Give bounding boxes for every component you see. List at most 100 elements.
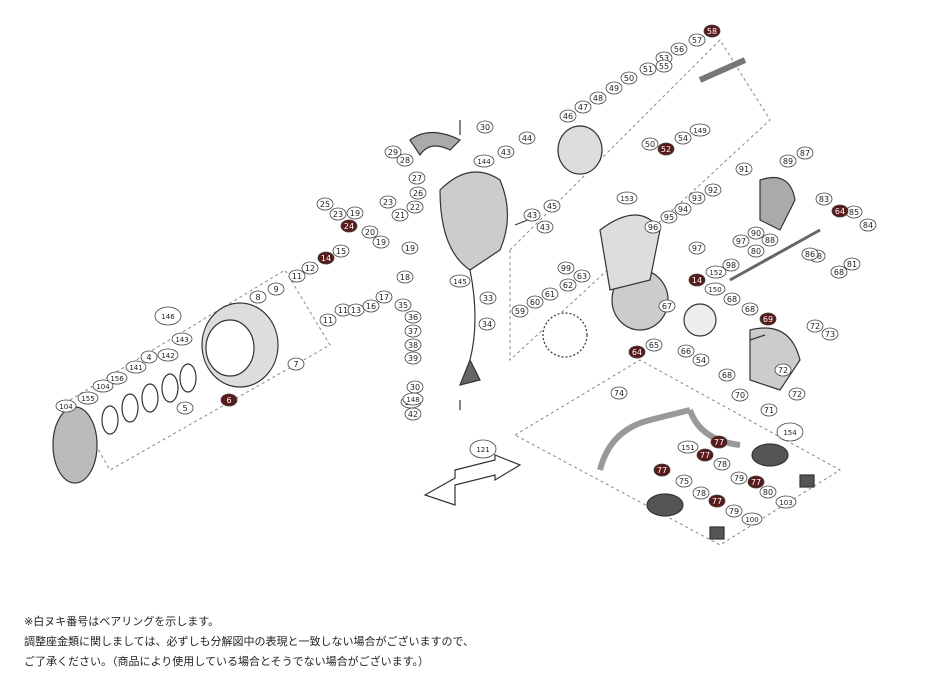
- part-callout-label: 50: [624, 74, 634, 83]
- part-callout-label: 78: [696, 489, 706, 498]
- part-callout-label: 65: [649, 341, 659, 350]
- part-callout-label: 88: [765, 236, 775, 245]
- part-callout-label: 19: [405, 244, 415, 253]
- part-callout-label: 87: [800, 149, 810, 158]
- part-callout-label: 74: [614, 389, 624, 398]
- part-callout-label: 91: [739, 165, 749, 174]
- part-callout-bubble: [674, 131, 692, 145]
- part-callout-bubble: [801, 247, 819, 261]
- bearing-callout-label: 77: [700, 451, 710, 460]
- part-callout-label: 156: [110, 375, 124, 383]
- part-callout-label: 143: [175, 336, 188, 344]
- part-callout-bubble: [713, 457, 731, 471]
- part-callout-label: 72: [810, 322, 820, 331]
- part-callout-bubble: [329, 207, 347, 221]
- pinion-gear-part: [683, 303, 717, 337]
- part-callout-bubble: [476, 120, 494, 134]
- part-callout-label: 25: [320, 200, 330, 209]
- part-callout-label: 97: [736, 237, 746, 246]
- part-callout-bubble: [806, 319, 824, 333]
- bearing-callout-label: 52: [661, 145, 671, 154]
- part-callout-bubble: [396, 270, 414, 284]
- bearing-callout-label: 77: [657, 466, 667, 475]
- part-callout-label: 56: [674, 45, 684, 54]
- part-callout-bubble: [704, 183, 722, 197]
- part-callout-label: 29: [388, 148, 398, 157]
- part-callout-bubble: [670, 42, 688, 56]
- part-callout-bubble: [106, 371, 128, 385]
- part-callout-bubble: [92, 379, 114, 393]
- washer-note-line2: ご了承ください。（商品により使用している場合とそうでない場合がございます。）: [24, 655, 430, 668]
- part-callout-label: 79: [734, 474, 744, 483]
- bearing-callout-bubble: [831, 204, 849, 218]
- part-callout-label: 28: [400, 156, 410, 165]
- part-callout-label: 71: [764, 406, 774, 415]
- part-callout-bubble: [675, 474, 693, 488]
- part-callout-label: 8: [255, 293, 260, 302]
- part-callout-bubble: [125, 360, 147, 374]
- part-callout-label: 63: [577, 272, 587, 281]
- part-callout-bubble: [859, 218, 877, 232]
- part-callout-bubble: [718, 368, 736, 382]
- part-callout-bubble: [157, 348, 179, 362]
- part-callout-label: 54: [696, 356, 706, 365]
- part-callout-bubble: [747, 244, 765, 258]
- part-callout-bubble: [705, 265, 727, 279]
- part-callout-label: 26: [413, 189, 423, 198]
- part-callout-bubble: [77, 391, 99, 405]
- part-callout-bubble: [288, 269, 306, 283]
- bearing-callout-bubble: [710, 435, 728, 449]
- part-callout-label: 46: [563, 112, 573, 121]
- oscillating-part: [759, 176, 796, 231]
- part-callout-label: 35: [398, 301, 408, 310]
- part-callout-label: 150: [708, 286, 721, 294]
- part-callout-label: 22: [410, 203, 420, 212]
- part-callout-bubble: [346, 206, 364, 220]
- part-callout-bubble: [723, 292, 741, 306]
- part-callout-bubble: [391, 208, 409, 222]
- part-callout-bubble: [140, 350, 158, 364]
- part-callout-bubble: [732, 234, 750, 248]
- part-callout-bubble: [788, 387, 806, 401]
- part-callout-bubble: [379, 195, 397, 209]
- part-callout-bubble: [249, 290, 267, 304]
- part-callout-label: 94: [678, 205, 688, 214]
- part-callout-bubble: [731, 388, 749, 402]
- part-callout-label: 149: [693, 127, 706, 135]
- part-callout-label: 144: [477, 158, 491, 166]
- bearing-callout-label: 77: [714, 438, 724, 447]
- part-callout-bubble: [722, 258, 740, 272]
- part-callout-label: 66: [681, 347, 691, 356]
- part-callout-bubble: [287, 357, 305, 371]
- part-callout-bubble: [815, 192, 833, 206]
- part-callout-label: 95: [664, 213, 674, 222]
- bail-arm-part: [409, 131, 462, 157]
- bearing-callout-bubble: [657, 142, 675, 156]
- part-callout-label: 54: [678, 134, 688, 143]
- part-callout-label: 19: [350, 209, 360, 218]
- part-callout-label: 59: [515, 307, 525, 316]
- bearing-callout-bubble: [653, 463, 671, 477]
- part-callouts: 2445789111111121315161718191919202122232…: [55, 24, 877, 526]
- part-callout-bubble: [779, 154, 797, 168]
- group-callout-bubble: [469, 439, 497, 459]
- part-callout-label: 68: [722, 371, 732, 380]
- part-callout-bubble: [641, 137, 659, 151]
- part-callout-bubble: [796, 146, 814, 160]
- part-callout-label: 30: [410, 383, 420, 392]
- part-callout-bubble: [372, 235, 390, 249]
- notes-section: ※白ヌキ番号はベアリングを示します。 調整座金類に関しましては、必ずしも分解図中…: [24, 612, 924, 672]
- part-callout-bubble: [332, 244, 350, 258]
- part-callout-bubble: [473, 154, 495, 168]
- bearing-callout-bubble: [340, 219, 358, 233]
- part-callout-bubble: [692, 486, 710, 500]
- part-callout-bubble: [689, 123, 711, 137]
- pinion-shaft-part: [698, 57, 747, 83]
- part-callout-label: 36: [408, 313, 418, 322]
- part-callout-bubble: [384, 145, 402, 159]
- part-callout-label: 11: [338, 306, 348, 315]
- part-callout-bubble: [408, 171, 426, 185]
- part-callout-label: 72: [778, 366, 788, 375]
- part-callout-bubble: [375, 290, 393, 304]
- part-callout-bubble: [774, 363, 792, 377]
